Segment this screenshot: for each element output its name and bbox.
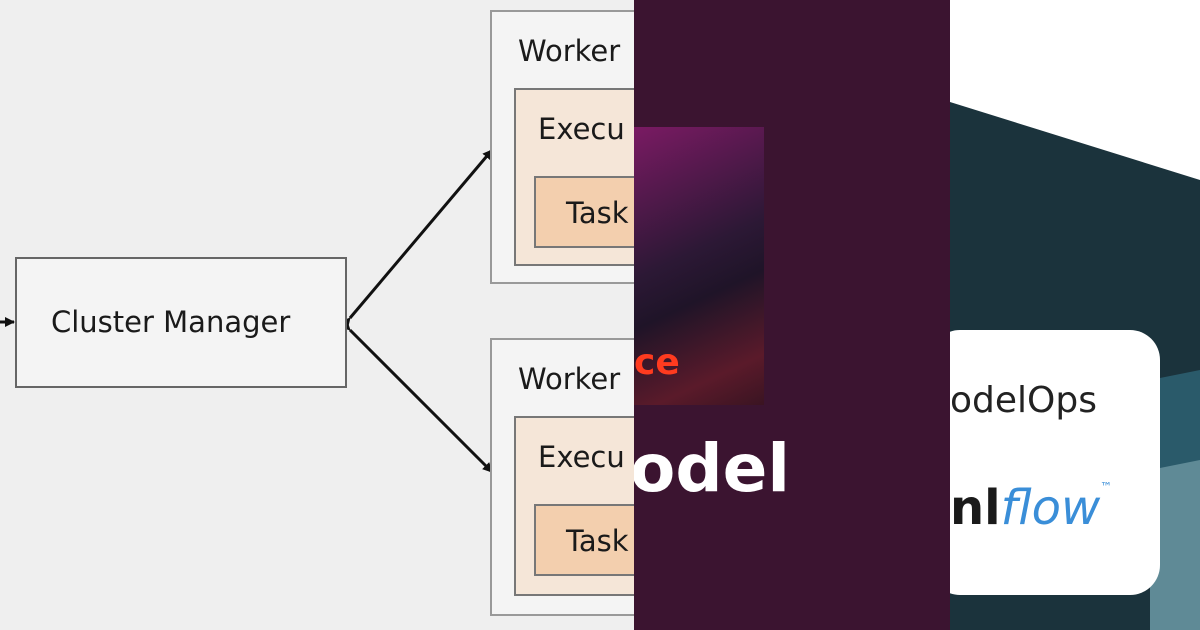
- promo-headline: odel: [634, 430, 790, 507]
- executor-top-label: Execu: [538, 112, 625, 146]
- cluster-manager-box: Cluster Manager: [15, 257, 347, 388]
- gradient-thumbnail: [634, 127, 764, 405]
- mlflow-suffix: flow: [1000, 480, 1101, 536]
- logo-panel: odelOps nlflow™: [950, 0, 1200, 630]
- arrow-manager-to-top-worker: [340, 149, 494, 329]
- promo-accent-text: ce: [634, 342, 680, 383]
- worker-top-title: Worker: [518, 34, 621, 68]
- task-bottom-label: Task: [566, 524, 629, 558]
- promo-panel: ce odel: [634, 0, 950, 630]
- executor-box-bottom: Execu Task: [514, 416, 634, 596]
- worker-node-bottom: Worker Execu Task: [490, 338, 634, 616]
- worker-bottom-title: Worker: [518, 362, 621, 396]
- mlflow-prefix: nl: [950, 480, 1001, 536]
- executor-box-top: Execu Task: [514, 88, 634, 266]
- task-top-label: Task: [566, 196, 629, 230]
- worker-node-top: Worker Execu Task: [490, 10, 634, 284]
- cluster-manager-label: Cluster Manager: [51, 305, 291, 339]
- logo-card: odelOps nlflow™: [950, 330, 1160, 595]
- trademark-mark: ™: [1100, 480, 1113, 494]
- diagram-arrows: [0, 149, 494, 474]
- task-box-top: Task: [534, 176, 634, 248]
- arrow-manager-to-bottom-worker: [340, 320, 494, 474]
- modelops-text: odelOps: [950, 380, 1097, 421]
- executor-bottom-label: Execu: [538, 440, 625, 474]
- cluster-diagram-panel: Cluster Manager Worker Execu Task Worker…: [0, 0, 634, 630]
- task-box-bottom: Task: [534, 504, 634, 576]
- mlflow-logo: nlflow™: [950, 480, 1112, 536]
